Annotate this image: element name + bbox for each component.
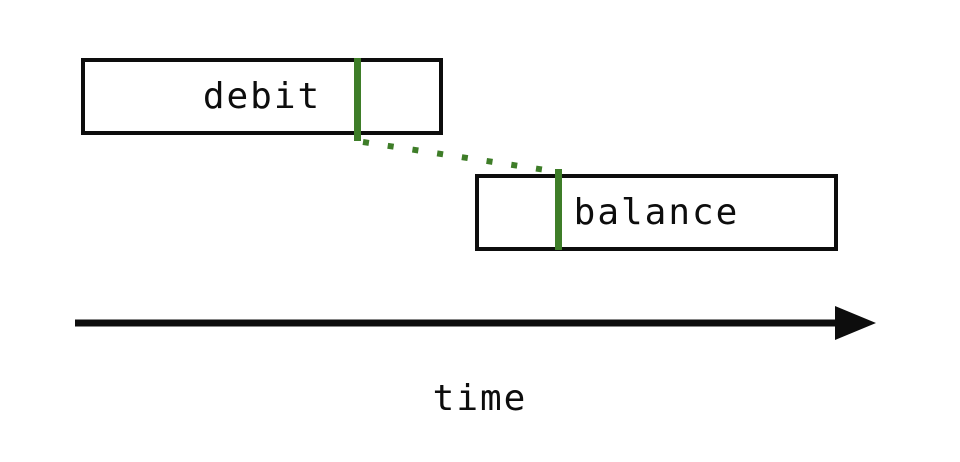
balance-box: balance <box>475 174 838 251</box>
balance-event-tick <box>555 169 562 250</box>
balance-label: balance <box>573 192 740 233</box>
time-axis-arrowhead-icon <box>835 306 876 340</box>
dotted-connector-line <box>362 139 553 174</box>
debit-box: debit <box>81 58 443 135</box>
time-axis-label: time <box>432 378 528 419</box>
debit-label: debit <box>202 76 322 117</box>
debit-event-tick <box>354 58 361 141</box>
